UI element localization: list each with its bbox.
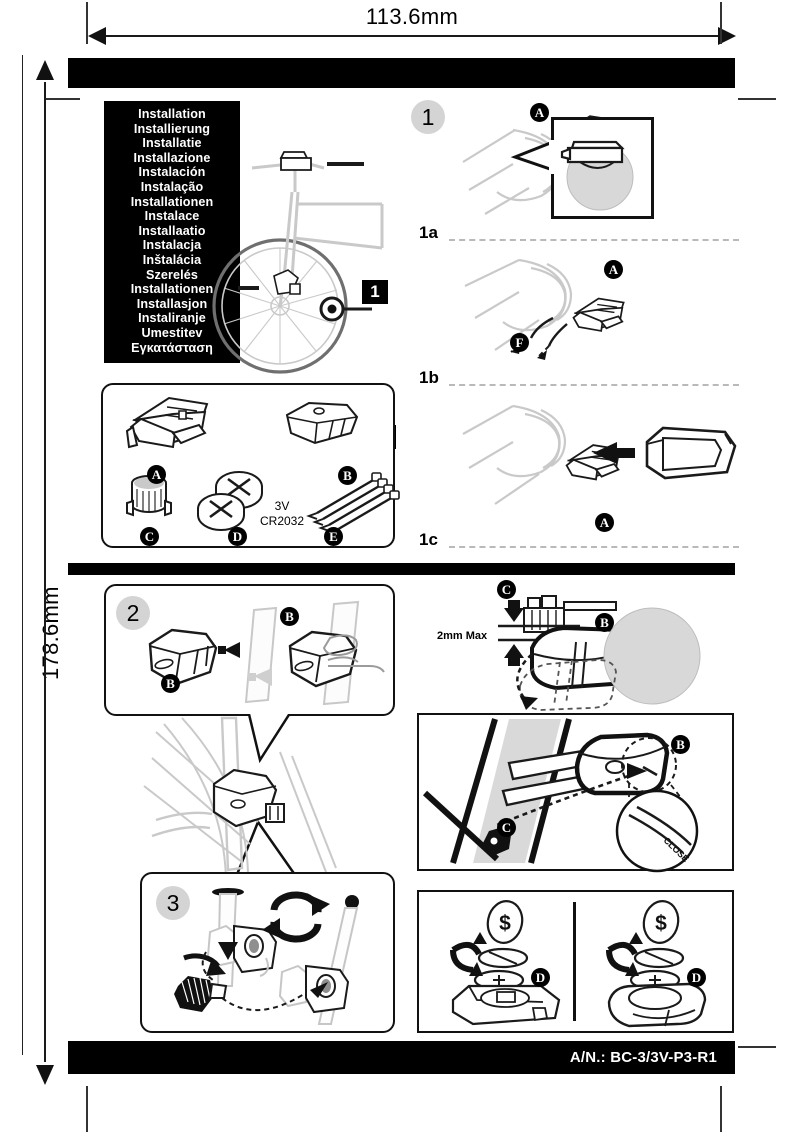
crop-mark-left-edge: [46, 98, 80, 100]
width-dimension-arrow-left: [88, 27, 106, 45]
width-dimension-arrow-right: [718, 27, 736, 45]
step-1a-marker-a: A: [530, 103, 549, 122]
language-item: Instalação: [140, 179, 204, 194]
crop-mark-right-edge: [738, 98, 776, 100]
step-1c-illustration: [462, 404, 737, 505]
sensor-gap-illustration: [498, 595, 701, 711]
language-item: Installazione: [133, 150, 211, 165]
step-2-badge: 2: [116, 596, 150, 630]
part-marker-d: D: [228, 527, 247, 546]
sensor-gap-marker-c: C: [497, 580, 516, 599]
battery-change-panel: $ $: [417, 890, 734, 1033]
part-number-label: A/N.: BC-3/3V-P3-R1: [569, 1049, 717, 1066]
width-dimension: 113.6mm: [88, 4, 736, 45]
language-item: Instalace: [144, 209, 200, 224]
step-1-badge: 1: [411, 100, 445, 134]
height-dimension-line: [44, 82, 46, 1062]
language-item: Instaliranje: [138, 311, 206, 326]
sensor-gap-label: 2mm Max: [437, 630, 488, 642]
part-marker-a: A: [147, 465, 166, 484]
crop-mark-bottom-right: [720, 1086, 722, 1132]
crop-mark-top-left: [86, 2, 88, 44]
fork-detail-illustration: [143, 706, 337, 886]
language-item: Installatie: [142, 136, 202, 151]
step-1a-label: 1a: [419, 223, 438, 242]
battery-voltage: 3V: [274, 499, 290, 513]
bicycle-overview: 1 2 3: [212, 128, 412, 449]
overview-callout-1: 1: [362, 280, 388, 304]
crop-mark-right-edge-lower: [738, 1046, 776, 1048]
width-dimension-label: 113.6mm: [365, 4, 459, 29]
language-item: Installierung: [133, 121, 211, 136]
section-separator-bar: [68, 563, 735, 575]
language-item: Szerelés: [146, 267, 198, 282]
language-item: Installationen: [130, 282, 214, 297]
step-1-section: 1: [405, 96, 740, 561]
step-1c-marker-a: A: [595, 513, 614, 532]
step-3-panel: 3: [140, 872, 395, 1033]
language-list: Installation Installierung Installatie I…: [104, 101, 240, 364]
step-2-marker-b-right: B: [280, 607, 299, 626]
step-1b-divider: [449, 384, 739, 386]
height-dimension-label: 178.6mm: [38, 586, 63, 680]
parts-panel: A B C D E 3V CR2032: [101, 383, 400, 548]
coin-dollar-glyph: $: [499, 912, 511, 935]
alignment-illustration: CLOSE: [422, 718, 699, 873]
step-1b-illustration: [464, 258, 625, 360]
step-1c-divider: [449, 546, 739, 548]
step-2-panel: 2 B B: [104, 584, 395, 716]
step-1c-label: 1c: [419, 530, 438, 549]
part-marker-c: C: [140, 527, 159, 546]
language-item: Umestitev: [141, 325, 203, 340]
battery-marker-d-left: D: [531, 968, 550, 987]
step-1a-callout-pointer: [510, 139, 557, 174]
language-item: Instalación: [138, 165, 206, 180]
alignment-marker-b: B: [671, 735, 690, 754]
language-item: Instalacja: [142, 238, 202, 253]
step-2-illustration: [148, 600, 385, 706]
header-bar: [68, 58, 735, 88]
language-item: Installasjon: [136, 296, 208, 311]
battery-change-head-unit: $: [450, 900, 561, 1026]
battery-change-sensor-unit: $: [606, 900, 707, 1028]
width-dimension-line: [96, 35, 728, 37]
height-dimension-arrow-top: [36, 60, 54, 80]
step-1b-marker-f: F: [510, 333, 529, 352]
part-marker-e: E: [324, 527, 343, 546]
alignment-marker-c: C: [497, 818, 516, 837]
step-2-marker-b-left: B: [161, 674, 180, 693]
language-item: Installaatio: [138, 223, 206, 238]
sheet-border: [22, 55, 23, 1055]
step-3-badge: 3: [156, 886, 190, 920]
step-1a-divider: [449, 239, 739, 241]
step-1b-marker-a: A: [604, 260, 623, 279]
language-item: Installationen: [130, 194, 214, 209]
crop-mark-bottom-left: [86, 1086, 88, 1132]
step-3-illustration: [174, 888, 359, 1025]
parts-illustrations: [125, 396, 400, 538]
step-1b-label: 1b: [419, 368, 439, 387]
language-item: Inštalácia: [142, 252, 202, 267]
battery-spec: 3V CR2032: [254, 499, 310, 529]
language-item: Installation: [138, 107, 206, 121]
sensor-gap-marker-b: B: [595, 613, 614, 632]
step-1a-detail-callout: [551, 117, 654, 219]
battery-model: CR2032: [259, 514, 305, 528]
battery-marker-d-right: D: [687, 968, 706, 987]
height-dimension: 178.6mm: [18, 60, 78, 1085]
part-marker-b: B: [338, 466, 357, 485]
alignment-panel: CLOSE B C: [417, 713, 734, 873]
battery-panel-divider: [573, 902, 576, 1021]
coin-dollar-glyph: $: [655, 912, 667, 935]
crop-mark-top-right: [720, 2, 722, 44]
footer-bar: A/N.: BC-3/3V-P3-R1: [68, 1041, 735, 1074]
language-item: Εγκατάσταση: [131, 340, 213, 355]
height-dimension-arrow-bottom: [36, 1065, 54, 1085]
